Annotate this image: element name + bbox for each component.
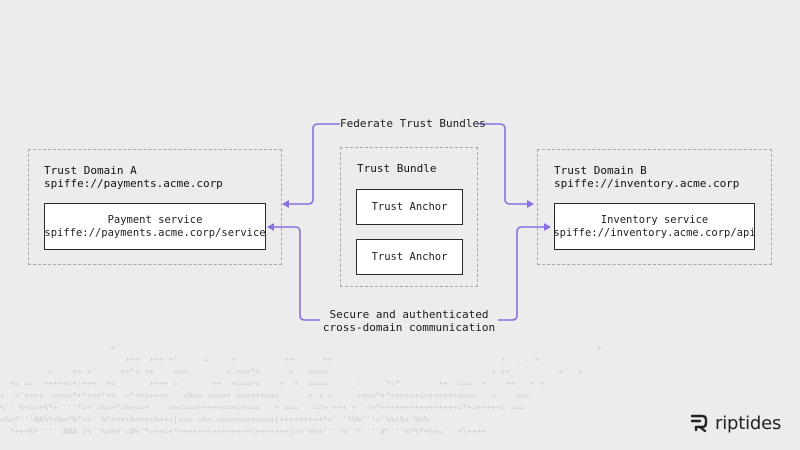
domain-b-title: Trust Domain B: [554, 164, 647, 177]
trust-domain-a: [28, 149, 282, 265]
inventory-service-id: spiffe://inventory.acme.corp/api: [553, 226, 756, 239]
payment-service-box: Payment service spiffe://payments.acme.c…: [44, 203, 266, 250]
trust-bundle: [340, 147, 478, 287]
inventory-service-name: Inventory service: [600, 213, 709, 226]
domain-b-spiffe-id: spiffe://inventory.acme.corp: [554, 177, 740, 190]
federation-arrow-to-domain-b: [478, 123, 534, 208]
trust-domain-b: [537, 149, 772, 265]
communication-arrow-to-inventory: [498, 223, 551, 321]
brand-name: riptides: [715, 412, 782, 434]
payment-service-name: Payment service: [107, 213, 203, 226]
riptides-logo-icon: [690, 414, 708, 433]
domain-a-spiffe-id: spiffe://payments.acme.corp: [44, 177, 223, 190]
riptides-logo: riptides: [688, 412, 781, 434]
trust-anchor-label: Trust Anchor: [371, 250, 448, 263]
inventory-service-box: Inventory service spiffe://inventory.acm…: [553, 203, 756, 250]
communication-label-line1: Secure and authenticated: [329, 308, 489, 321]
communication-label: Secure and authenticated cross-domain co…: [320, 308, 498, 334]
payment-service-id: spiffe://payments.acme.corp/service: [44, 226, 266, 239]
communication-arrow-to-payment: [267, 223, 320, 321]
trust-anchor-box: Trust Anchor: [356, 239, 463, 275]
federation-arrow-to-domain-a: [282, 123, 340, 208]
trust-anchor-label: Trust Anchor: [371, 200, 448, 213]
domain-a-title: Trust Domain A: [44, 164, 137, 177]
trust-bundle-title: Trust Bundle: [357, 162, 437, 175]
federation-label: Federate Trust Bundles: [340, 117, 486, 130]
communication-label-line2: cross-domain communication: [322, 321, 496, 334]
trust-anchor-box: Trust Anchor: [356, 189, 463, 225]
